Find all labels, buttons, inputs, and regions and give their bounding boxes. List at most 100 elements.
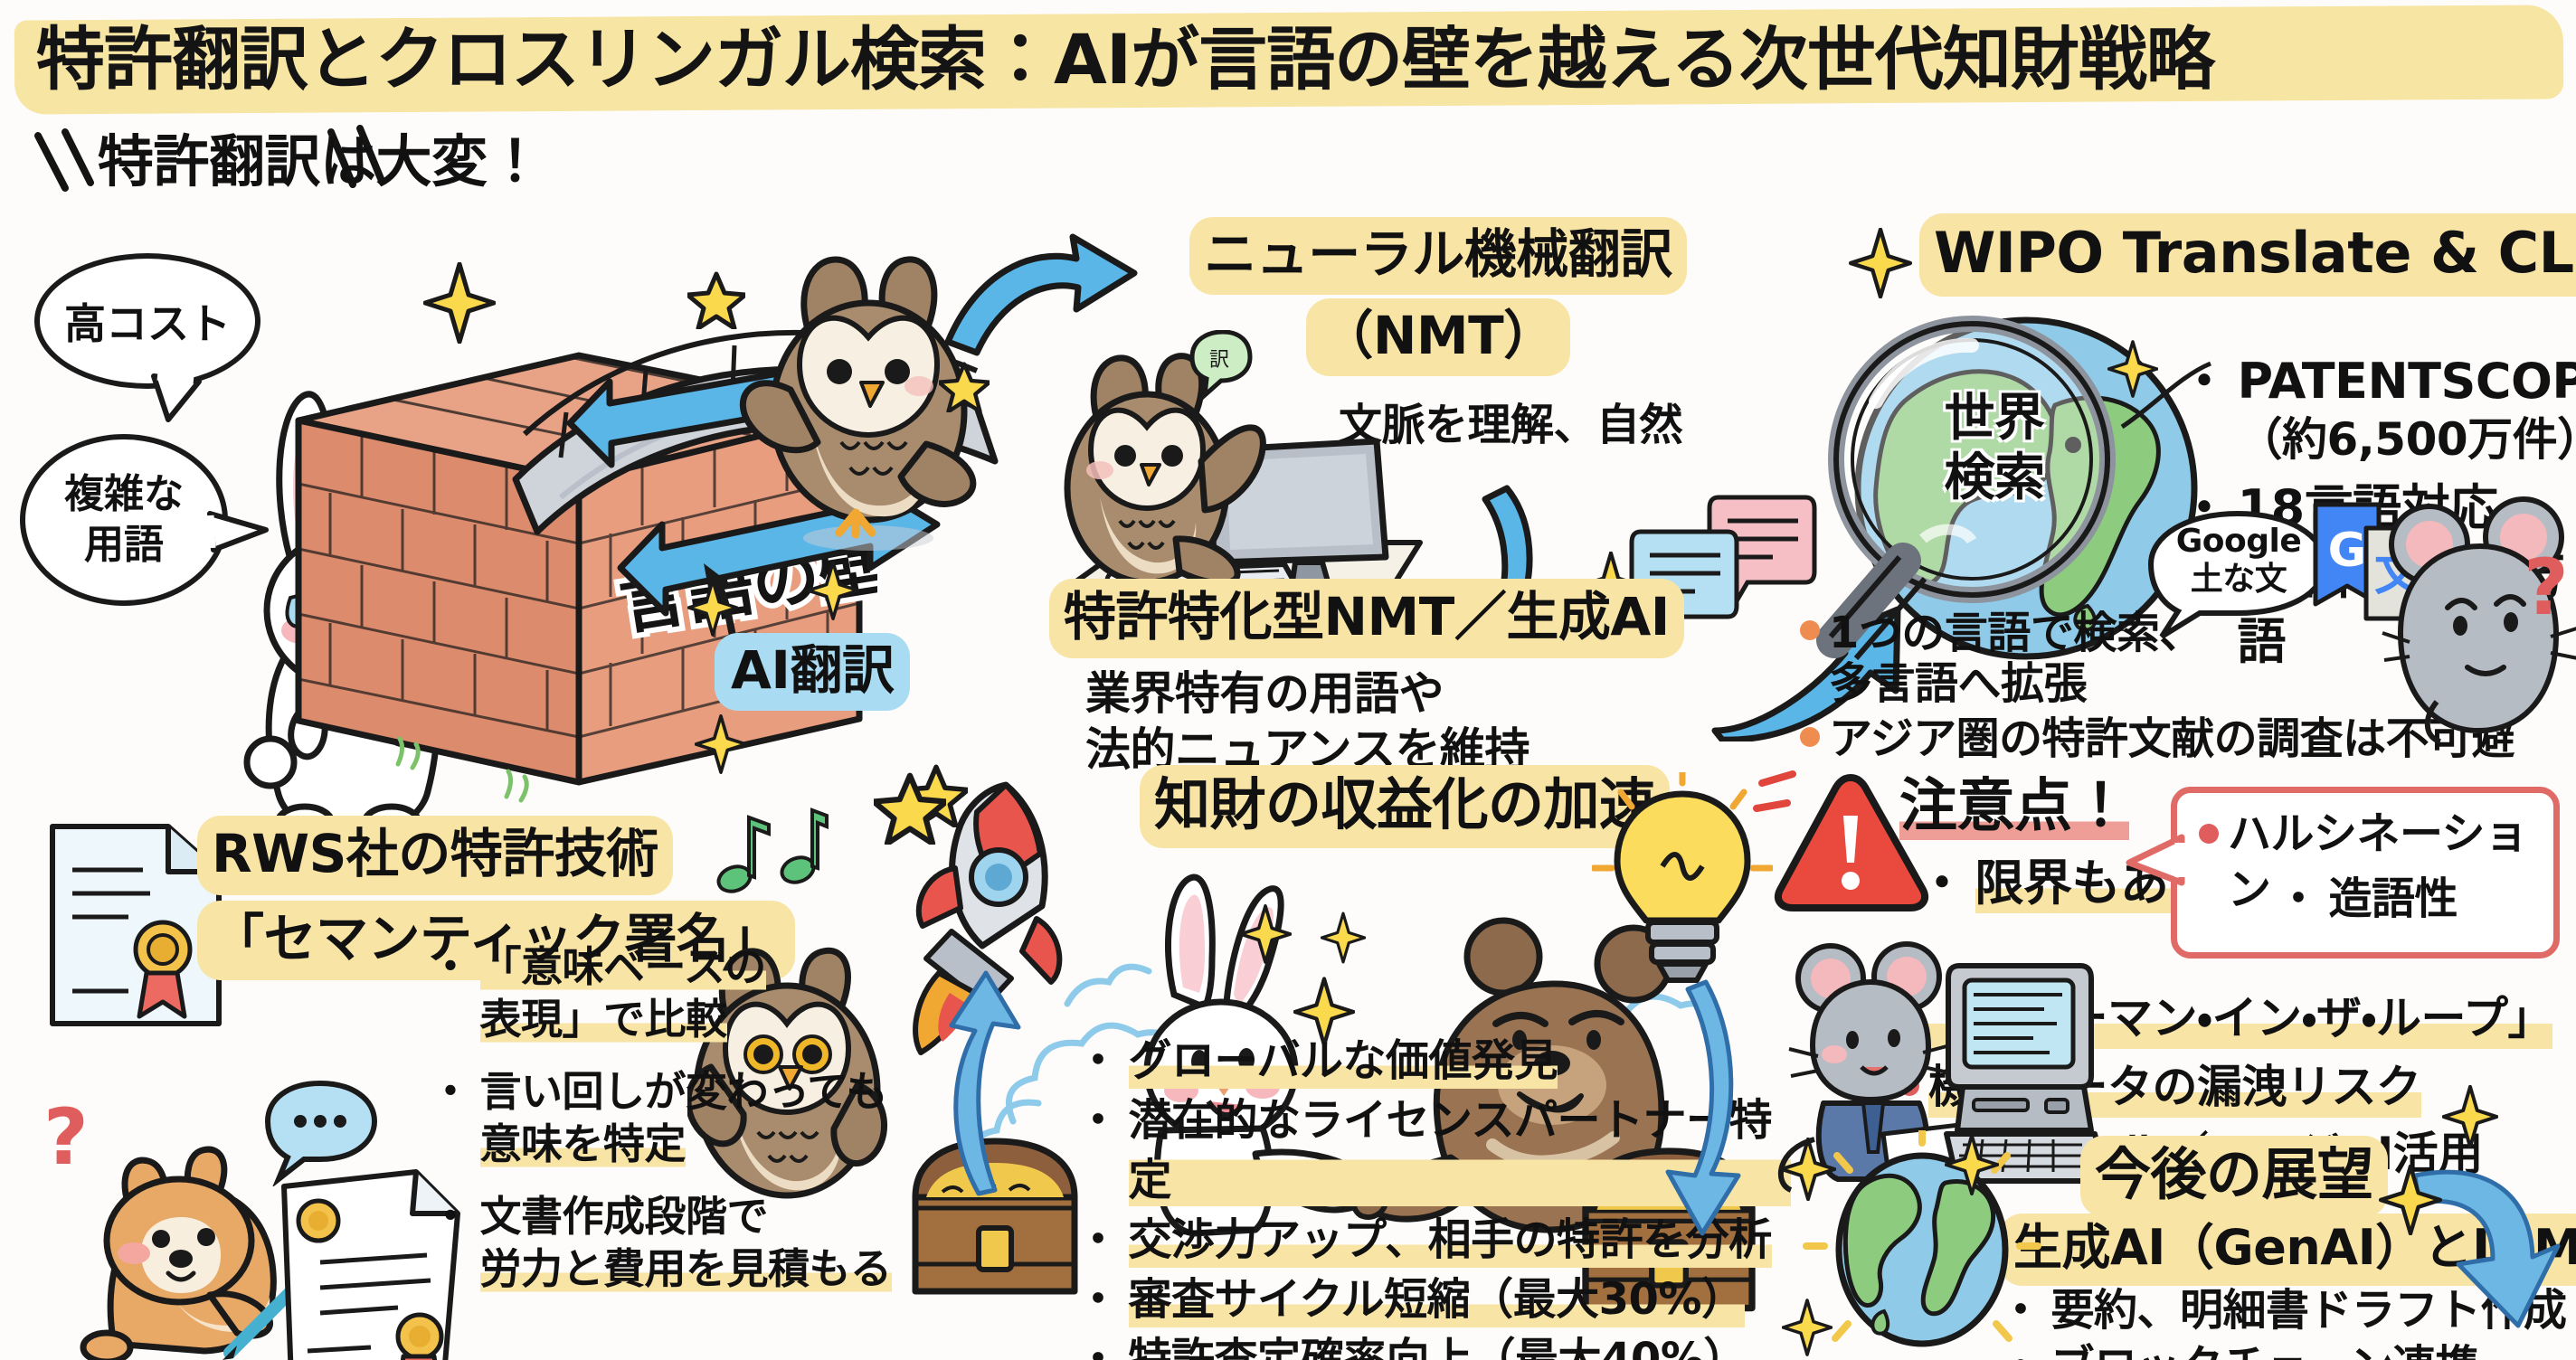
lightbulb-illustration — [1592, 772, 1773, 983]
sparkle-icon — [2379, 1165, 2442, 1235]
wipo-title: WIPO Translate & CLIR — [1919, 213, 2576, 297]
sparkle-icon — [423, 262, 496, 344]
sparkle-icon — [1321, 911, 1366, 964]
certificate-document-icon — [50, 824, 222, 1026]
desk-document-icon — [188, 1356, 478, 1360]
rws-bullet-0-line2: 表現」で比較 — [479, 995, 727, 1044]
sparkle-icon — [695, 714, 747, 774]
wipo-bullet-0-sub: （約6,500万件） — [2237, 413, 2576, 466]
hallucination-callout-tail-icon — [2126, 834, 2185, 886]
arrow-hook-outlook-icon — [2412, 1169, 2561, 1328]
outlook-bullet-0-text: 要約、明細書ドラフト作成 — [2050, 1285, 2568, 1336]
sparkle-icon — [2107, 340, 2158, 398]
google-icon-g-letter: G — [2328, 524, 2367, 578]
wipo-note-0-line1: 1つの言語で検索、 — [1829, 608, 2202, 658]
rws-bullet-0-line1: 「意味ベースの — [479, 942, 766, 991]
nmt-specialized-title: 特許特化型NMT／生成AI — [1049, 579, 1684, 658]
held-certificate-icon — [281, 1169, 460, 1360]
shining-globe-illustration — [1803, 1130, 2041, 1347]
outlook-bullet-list: 要約、明細書ドラフト作成 ブロックチェーン連携 — [1999, 1282, 2568, 1360]
magnifier-label: 世界 検索 — [1908, 389, 2080, 508]
wipo-note-0: 1つの言語で検索、 多言語へ拡張 — [1800, 608, 2576, 709]
rws-bullet-2-line1: 文書作成段階で — [479, 1192, 769, 1241]
section-rws: RWS社の特許技術 「セマンティック署名」 — [0, 778, 887, 1360]
bubble-high-cost-tail-icon — [151, 373, 202, 422]
monetization-bullet-4: 特許査定確率向上（最大40%） — [1076, 1329, 1791, 1360]
arrow-down-loop-icon — [1665, 979, 1741, 1236]
sparkle-icon — [1239, 904, 1292, 964]
mini-speech-bubble-icon: 訳 — [1189, 330, 1253, 401]
monetization-bullet-1: 潜在的なライセンスパートナー特定 — [1076, 1091, 1791, 1210]
mouse-confused-illustration — [2382, 496, 2576, 744]
music-notes-icon — [716, 808, 829, 893]
owl-flying-illustration — [739, 256, 977, 551]
bullet-marker — [1076, 1270, 1120, 1329]
callout-bullet-1: 造語性 — [2277, 871, 2458, 927]
bullet-marker-red — [2199, 824, 2219, 844]
google-bubble-line1: Google — [2175, 523, 2302, 560]
bullet-marker — [430, 1065, 471, 1118]
magnifier-illustration — [1816, 316, 2116, 660]
warning-emphasis-lines-icon — [1753, 770, 1796, 812]
sparkle-icon — [807, 561, 859, 620]
rws-bullet-1-line2: 意味を特定 — [479, 1119, 686, 1168]
star-icon — [687, 271, 745, 329]
callout-bullet-0: ハルシネーション — [2199, 806, 2553, 918]
star-icon — [939, 362, 990, 412]
bullet-marker — [1076, 1329, 1120, 1360]
outlook-bullet-1: ブロックチェーン連携 — [1999, 1338, 2567, 1360]
monetization-bullet-0-text: グローバルな価値発見 — [1128, 1031, 1558, 1091]
magnifier-label-line2: 検索 — [1944, 449, 2046, 507]
outlook-bullet-1-text: ブロックチェーン連携 — [2051, 1338, 2479, 1360]
monetization-bullet-0: グローバルな価値発見 — [1076, 1031, 1791, 1091]
bubble-high-cost: 高コスト — [34, 253, 260, 389]
outlook-title-text: 今後の展望 — [2080, 1136, 2388, 1217]
bubble-high-cost-label: 高コスト — [64, 299, 231, 348]
treasure-chest-left-icon — [912, 1138, 1078, 1295]
monetization-title: 知財の収益化の加速 — [1140, 765, 1670, 848]
bullet-marker — [1918, 852, 1966, 915]
google-bubble-text: Google 土な文 — [2162, 523, 2316, 599]
bubble-complex-terms-label: 複雑な 用語 — [64, 471, 184, 568]
rws-bullet-2-line2: 労力と費用を見積もる — [479, 1244, 892, 1293]
section-nmt: ニューラル機械翻訳 （NMT） 文脈を理解、自然 — [1031, 217, 1818, 778]
outlook-title: 今後の展望 — [2080, 1136, 2388, 1217]
sparkle-icon — [1849, 228, 1912, 298]
wipo-note-1-line1: アジア圏の特許文献の調査は不可避 — [1829, 713, 2515, 764]
bullet-marker — [430, 1190, 471, 1242]
wipo-note-0-line2: 多言語へ拡張 — [1829, 658, 2088, 709]
owl-at-computer-illustration — [1064, 353, 1423, 618]
rws-bullet-list: 「意味ベースの 表現」で比較 言い回しが変わっても 意味を特定 文書作成段階で … — [430, 940, 900, 1295]
dog-writing-illustration — [80, 1146, 299, 1360]
sparkle-icon — [2442, 1085, 2498, 1148]
sparkle-icon — [1945, 1134, 1999, 1195]
callout-bullet-1-text: 造語性 — [2328, 874, 2458, 924]
nmt-title-line2: （NMT） — [1306, 298, 1570, 376]
monetization-bullet-3: 審査サイクル短縮（最大30%） — [1076, 1270, 1791, 1329]
sparkle-icon — [687, 579, 738, 637]
wipo-notes: 1つの言語で検索、 多言語へ拡張 アジア圏の特許文献の調査は不可避 — [1800, 608, 2576, 765]
callout-bullet-0-text: ハルシネーション — [2228, 808, 2528, 915]
monetization-bullet-2-text: 交渉力アップ、相手の特許を分析 — [1128, 1210, 1772, 1270]
rws-bullet-1-line1: 言い回しが変わっても — [479, 1067, 888, 1116]
monetization-bullet-2: 交渉力アップ、相手の特許を分析 — [1076, 1210, 1791, 1270]
nmt-title: ニューラル機械翻訳 （NMT） — [1058, 217, 1818, 376]
outlook-bullet-0: 要約、明細書ドラフト作成 — [1999, 1282, 2568, 1338]
rws-title-line1: RWS社の特許技術 — [197, 816, 673, 895]
section-wipo: WIPO Translate & CLIR 世界 検索 — [1816, 208, 2576, 787]
section-nmt-specialized: 特許特化型NMT／生成AI 業界特有の用語や 法的ニュアンスを維持 — [1031, 579, 1827, 787]
monetization-title-text: 知財の収益化の加速 — [1140, 765, 1670, 848]
bullet-marker — [2277, 871, 2320, 927]
sparkle-icon — [1782, 1299, 1833, 1356]
arrow-curve-to-nmt-icon — [944, 233, 1138, 356]
monetization-bullet-1-text: 潜在的なライセンスパートナー特定 — [1128, 1091, 1791, 1210]
bubble-complex-terms-tail-icon — [206, 511, 269, 552]
wipo-title-text: WIPO Translate & CLIR — [1919, 213, 2576, 297]
mouse-question-mark: ? — [2524, 543, 2569, 633]
page-title: 特許翻訳とクロスリンガル検索：AIが言語の壁を越える次世代知財戦略 — [36, 19, 2215, 99]
emphasis-slashes-left-icon — [34, 128, 94, 192]
caution-title: 注意点！ — [1899, 769, 2130, 845]
bullet-marker-orange — [1800, 620, 1820, 640]
bullet-marker — [1076, 1091, 1120, 1150]
